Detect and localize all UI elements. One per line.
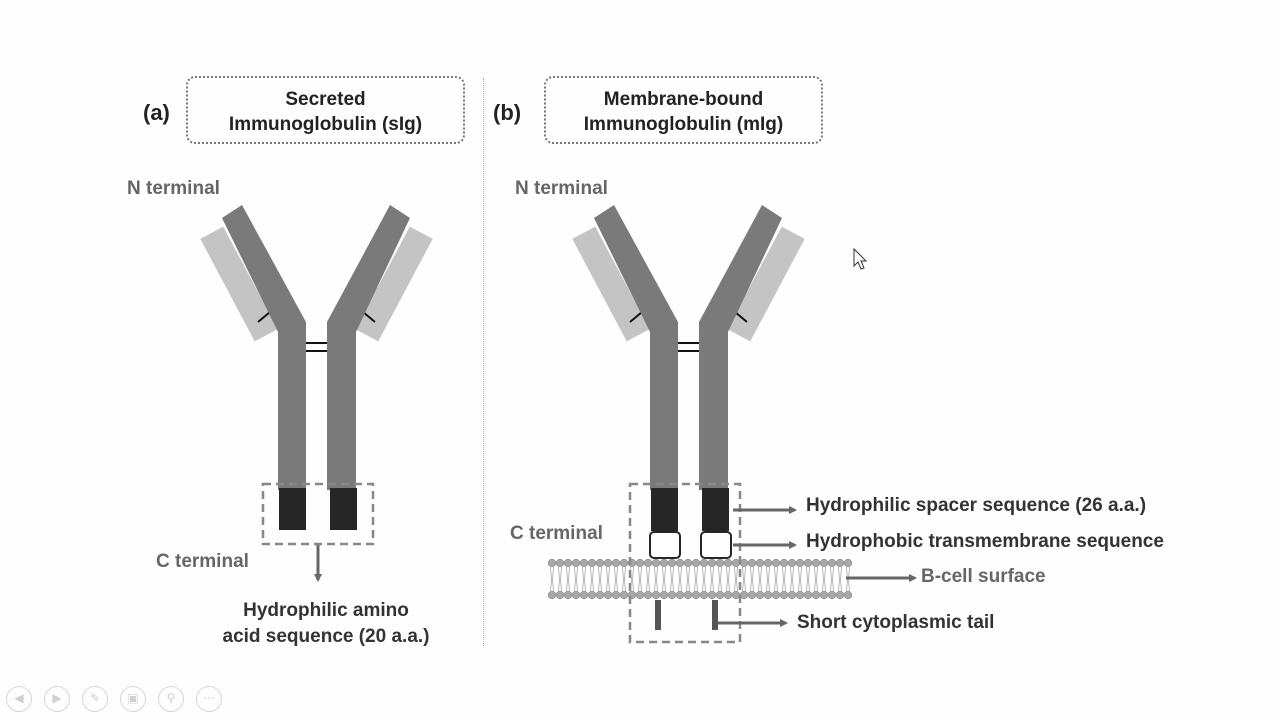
disulfide-bond-right-b (734, 311, 748, 323)
spacer-block-right (702, 488, 729, 531)
panel-a-n-terminal-label: N terminal (127, 178, 220, 199)
mouse-cursor-icon (853, 247, 868, 270)
c-terminal-block-left (279, 488, 306, 530)
panel-b-title-box: Membrane-bound Immunoglobulin (mIg) (544, 76, 823, 144)
heavy-chain-left-b (594, 205, 678, 490)
pen-icon[interactable]: ✎ (82, 686, 108, 712)
next-icon[interactable]: ▶ (44, 686, 70, 712)
heavy-chain-right-b (699, 205, 782, 490)
light-chain-right-b (727, 226, 805, 342)
heavy-chain-left (222, 205, 306, 490)
c-terminal-highlight-box (261, 482, 375, 546)
previous-icon[interactable]: ◀ (6, 686, 32, 712)
panel-a-c-terminal-label: C terminal (156, 551, 249, 572)
callout-hydrophobic-transmembrane: Hydrophobic transmembrane sequence (806, 531, 1164, 552)
callout-cytoplasmic-tail: Short cytoplasmic tail (797, 612, 995, 633)
panel-b-c-terminal-label: C terminal (510, 523, 603, 544)
slides-icon[interactable]: ▣ (120, 686, 146, 712)
c-terminal-highlight-box-b (628, 482, 742, 644)
cell-membrane-bilayer (548, 558, 852, 602)
zoom-icon[interactable]: ⚲ (158, 686, 184, 712)
panel-a-title-line1: Secreted (285, 89, 366, 110)
panel-divider (483, 78, 484, 646)
heavy-chain-right (327, 205, 410, 490)
disulfide-bond-right (362, 311, 376, 323)
secreted-antibody (200, 205, 433, 582)
panel-a-annotation-line1: Hydrophilic amino (243, 600, 409, 621)
panel-b-label: (b) (493, 100, 522, 125)
callout-hydrophilic-spacer: Hydrophilic spacer sequence (26 a.a.) (806, 495, 1147, 516)
panel-b-n-terminal-label: N terminal (515, 178, 608, 199)
cytoplasmic-tail-right (712, 600, 718, 630)
panel-b-title-line2: Immunoglobulin (mIg) (583, 114, 784, 135)
panel-a-annotation: Hydrophilic amino acid sequence (20 a.a.… (206, 598, 446, 650)
panel-a-annotation-line2: acid sequence (20 a.a.) (222, 626, 430, 647)
light-chain-left-b (572, 226, 650, 342)
disulfide-bond-left (257, 311, 271, 323)
panel-b-title-line1: Membrane-bound (603, 89, 764, 110)
membrane-bound-antibody (548, 205, 917, 644)
c-terminal-block-right (330, 488, 357, 530)
callout-b-cell-surface: B-cell surface (921, 566, 1046, 587)
panel-a-label: (a) (143, 100, 170, 125)
spacer-block-left (651, 488, 678, 531)
cytoplasmic-tail-left (655, 600, 661, 630)
panel-a-title-box: Secreted Immunoglobulin (sIg) (186, 76, 465, 144)
more-icon[interactable]: ⋯ (196, 686, 222, 712)
panel-a-title-line2: Immunoglobulin (sIg) (228, 114, 423, 135)
light-chain-left (200, 226, 278, 342)
transmembrane-block-left (649, 531, 681, 559)
disulfide-bond-left-b (629, 311, 643, 323)
transmembrane-block-right (700, 531, 732, 559)
light-chain-right (355, 226, 433, 342)
